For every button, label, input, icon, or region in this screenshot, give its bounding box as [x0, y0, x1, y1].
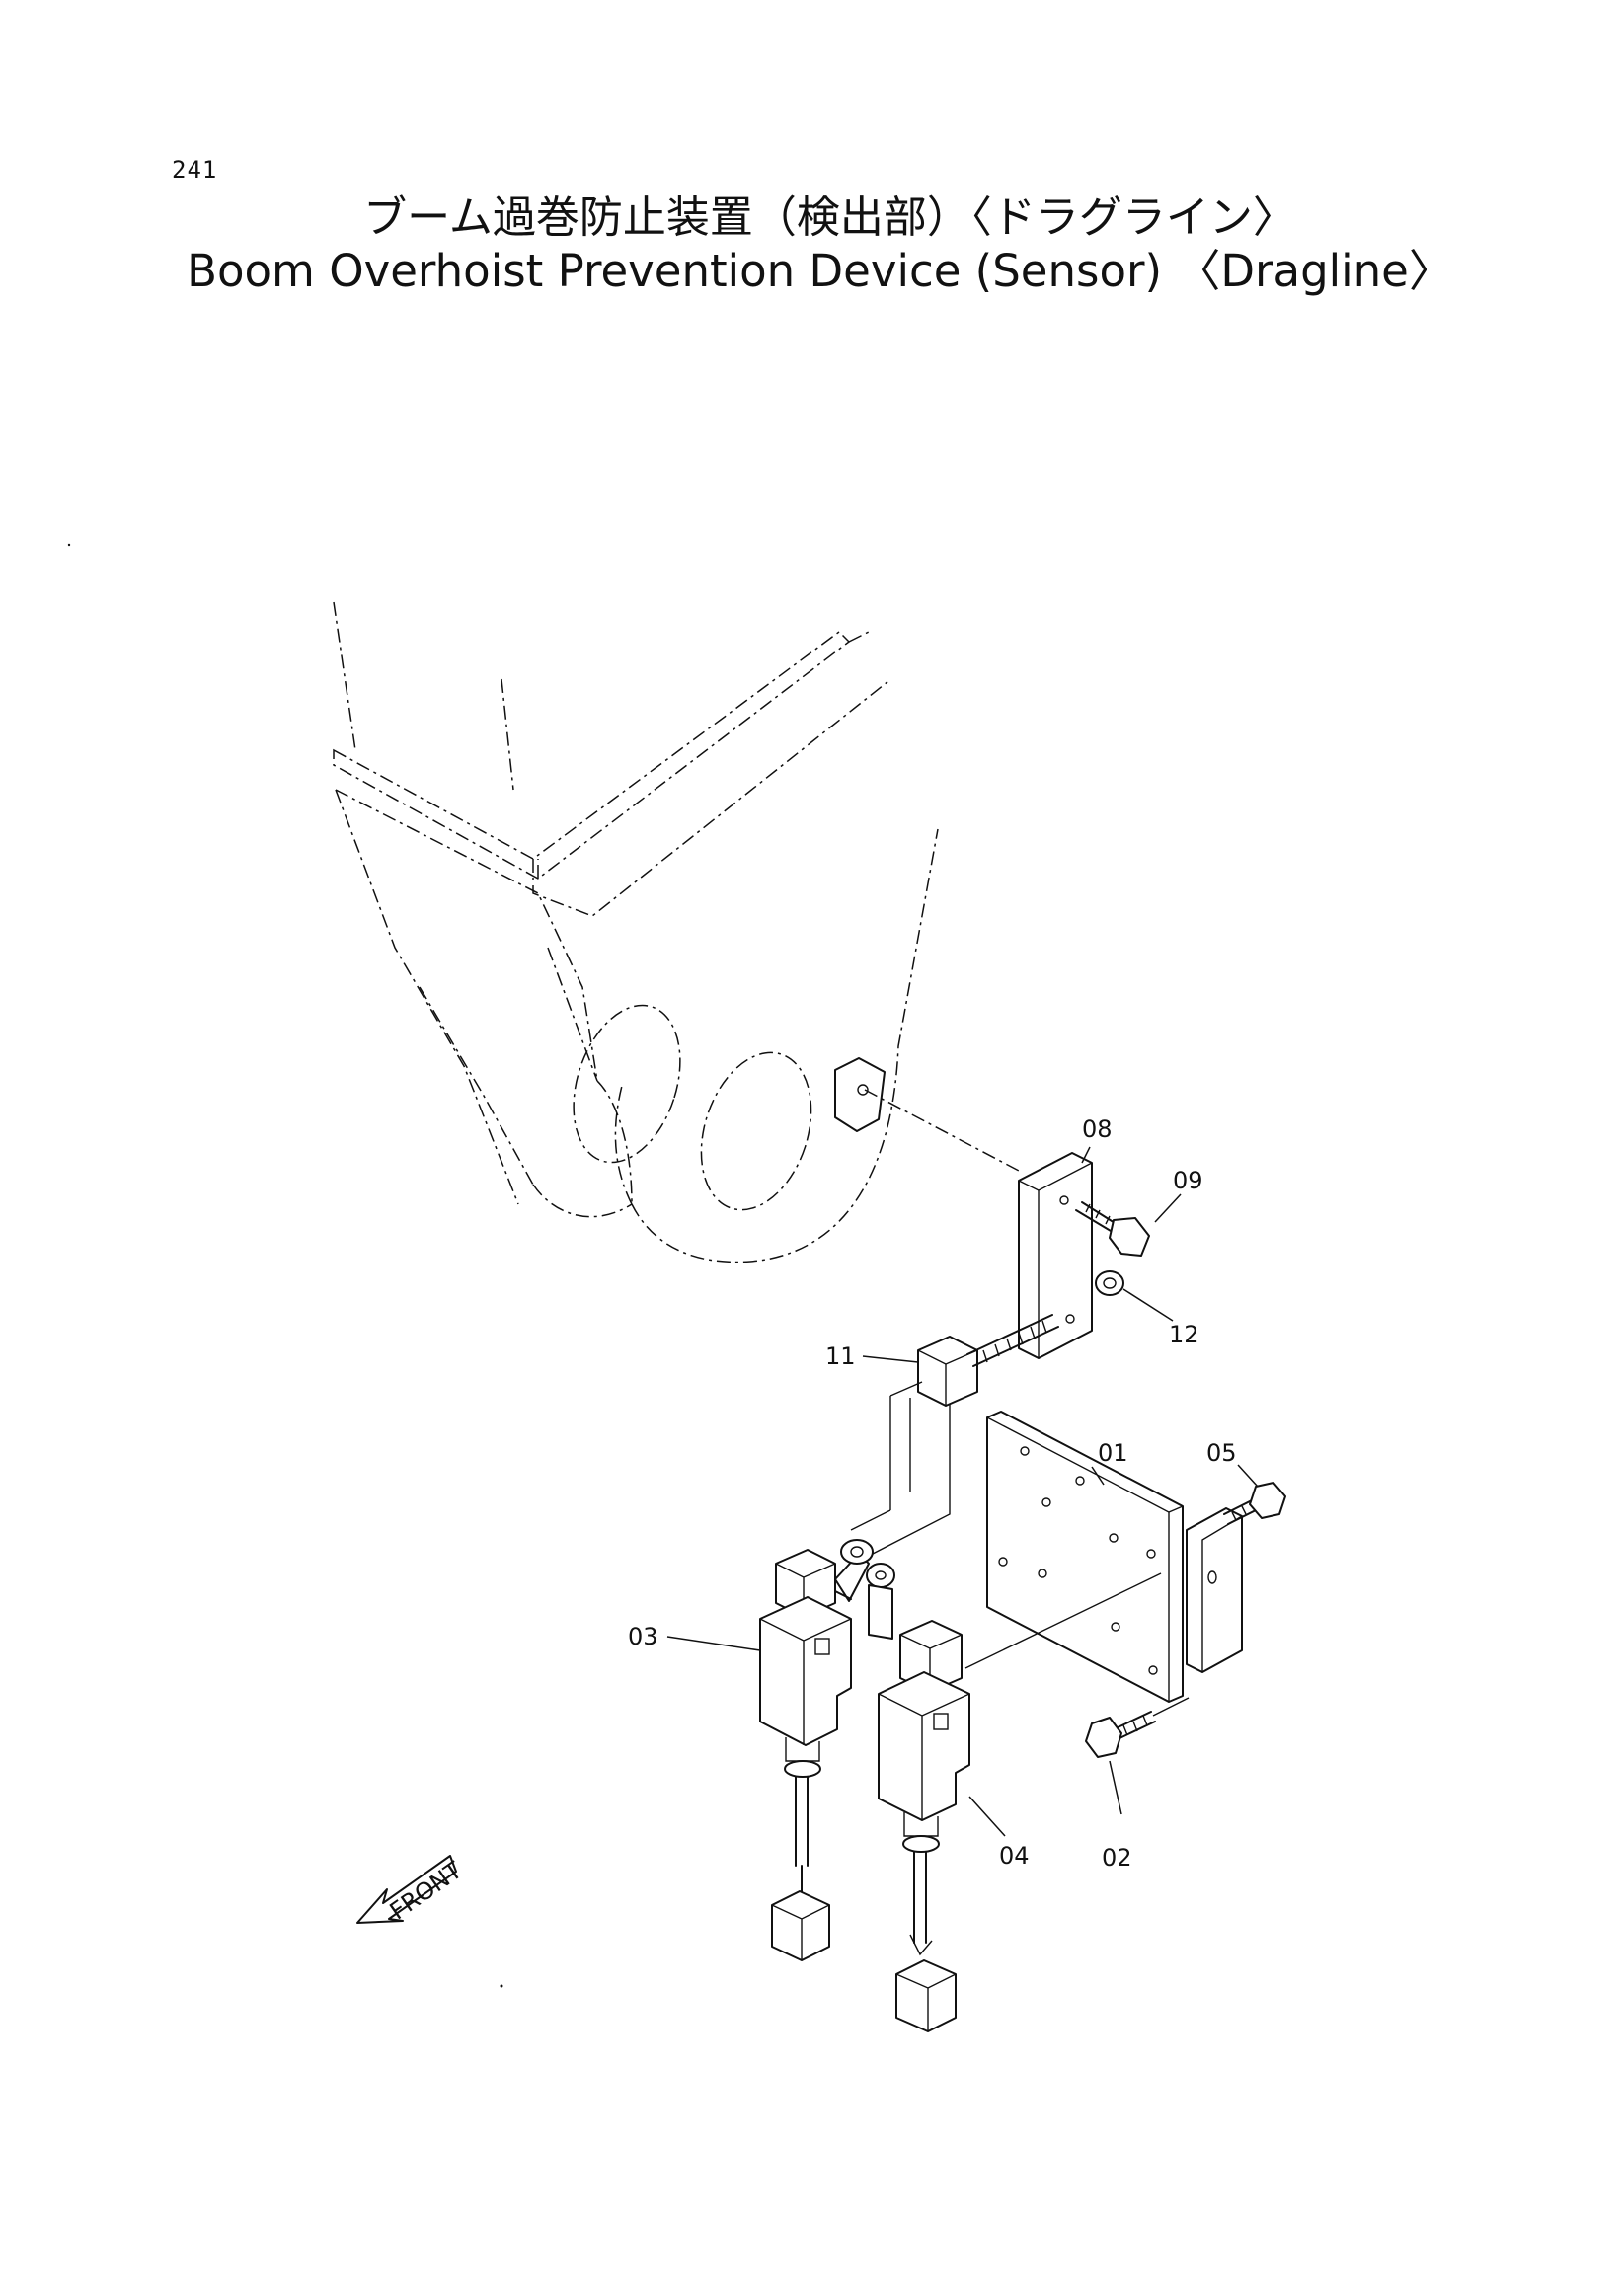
label-part-01: 01: [1098, 1439, 1128, 1467]
boom-mount-block: [834, 1057, 886, 1132]
label-part-08: 08: [1082, 1115, 1113, 1143]
title-japanese: ブーム過巻防止装置（検出部）〈ドラグライン〉: [363, 192, 1296, 243]
label-part-02: 02: [1102, 1844, 1132, 1872]
label-part-05: 05: [1206, 1439, 1237, 1467]
label-part-11: 11: [825, 1342, 856, 1370]
label-part-04: 04: [999, 1842, 1030, 1870]
label-part-09: 09: [1173, 1167, 1203, 1194]
plate-01: [986, 1411, 1243, 1703]
bolt-09: [1075, 1201, 1150, 1257]
bracket-08: [1018, 1152, 1093, 1359]
bolt-11: [917, 1314, 1059, 1407]
title-english: Boom Overhoist Prevention Device (Sensor…: [187, 245, 1453, 297]
speck: [67, 543, 71, 547]
page-number: 241: [172, 156, 218, 184]
label-part-03: 03: [628, 1623, 658, 1650]
limit-switch-04: [866, 1563, 970, 1944]
limit-switch-03: [759, 1539, 874, 1867]
connector-03: [771, 1865, 830, 1961]
bolt-05: [1223, 1482, 1286, 1525]
front-arrow-icon: FRONT: [356, 1855, 467, 1926]
speck: [500, 1984, 503, 1988]
nut-12: [1095, 1270, 1124, 1296]
connector-04: [895, 1934, 957, 2032]
boom-outline: [333, 601, 939, 1263]
front-label: FRONT: [385, 1856, 467, 1925]
label-part-12: 12: [1169, 1321, 1199, 1348]
leader-lines: [666, 1146, 1259, 1837]
bolt-02: [1085, 1697, 1190, 1758]
